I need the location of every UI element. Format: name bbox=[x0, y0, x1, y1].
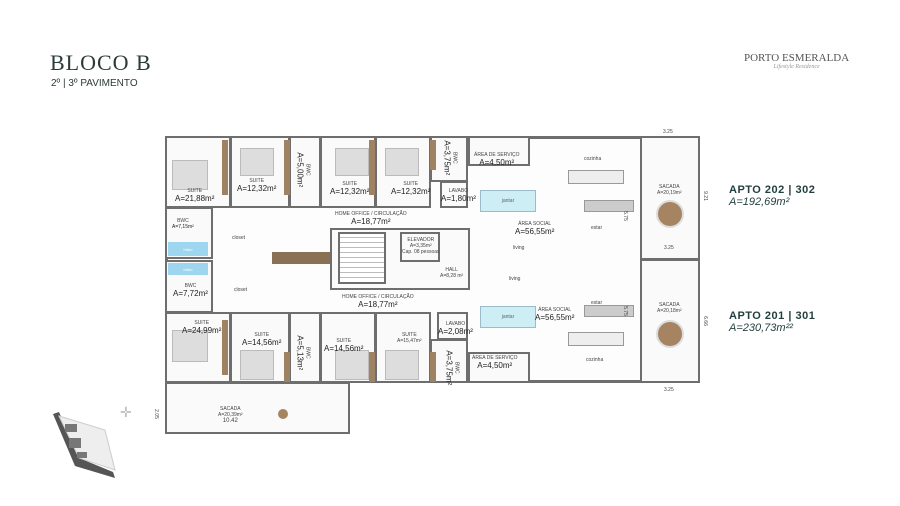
balcony-table bbox=[278, 409, 288, 419]
bwc-room bbox=[289, 136, 321, 208]
wardrobe bbox=[430, 140, 436, 170]
living-room-label: estar bbox=[591, 225, 603, 231]
dimension: 3.25 bbox=[663, 129, 673, 135]
service-area bbox=[468, 136, 530, 166]
kitchen-label: cozinha bbox=[586, 357, 604, 363]
kitchen-island bbox=[568, 332, 624, 346]
balcony-top bbox=[640, 136, 700, 260]
wardrobe bbox=[369, 140, 375, 195]
bed bbox=[385, 148, 419, 176]
wardrobe bbox=[284, 352, 290, 382]
sofa bbox=[584, 305, 634, 317]
apt-202-info: APTO 202 | 302 A=192,69m² bbox=[729, 184, 815, 208]
dimension: 5.75 bbox=[621, 306, 628, 316]
hydro-tub: hidro bbox=[168, 263, 208, 275]
apt-area: A=192,69m² bbox=[729, 196, 790, 208]
bed bbox=[335, 350, 369, 380]
dimension: 5.75 bbox=[621, 211, 628, 221]
sofa bbox=[584, 200, 634, 212]
living-room-label: estar bbox=[591, 300, 603, 306]
wardrobe bbox=[430, 352, 436, 382]
wardrobe bbox=[222, 140, 228, 195]
balcony-table bbox=[656, 320, 684, 348]
balcony-table bbox=[656, 200, 684, 228]
bed bbox=[172, 330, 208, 362]
compass-icon: ✛ bbox=[120, 404, 132, 420]
elevator bbox=[400, 232, 440, 262]
dimension: 3.25 bbox=[664, 245, 674, 251]
bed bbox=[335, 148, 369, 176]
dining-table: jantar bbox=[480, 306, 536, 328]
bed bbox=[240, 350, 274, 380]
floor-subtitle: 2º | 3º PAVIMENTO bbox=[51, 78, 138, 89]
bottom-balcony bbox=[165, 382, 350, 434]
dimension: 2.05 bbox=[152, 409, 159, 419]
bwc-room bbox=[430, 136, 468, 182]
service-area bbox=[468, 352, 530, 383]
kitchen-island bbox=[568, 170, 624, 184]
bed bbox=[240, 148, 274, 176]
bwc-room bbox=[289, 312, 321, 383]
living-label: living bbox=[513, 245, 525, 251]
dimension: 9.21 bbox=[701, 191, 708, 201]
apt-name: APTO 201 | 301 bbox=[729, 310, 816, 322]
hydro-tub: hidro bbox=[168, 242, 208, 256]
wardrobe bbox=[369, 352, 375, 382]
logo-text: PORTO ESMERALDA bbox=[744, 52, 850, 64]
apt-201-info: APTO 201 | 301 A=230,73m²² bbox=[729, 310, 815, 334]
bed bbox=[385, 350, 419, 380]
dimension: 3.25 bbox=[664, 387, 674, 393]
page-title: BLOCO B bbox=[50, 50, 152, 75]
living-label: living bbox=[509, 276, 521, 282]
bed bbox=[172, 160, 208, 190]
closet-label: closet bbox=[232, 235, 246, 241]
apt-area: A=230,73m²² bbox=[729, 322, 793, 334]
logo-tagline: Lifestyle Residence bbox=[773, 64, 820, 70]
apt-name: APTO 202 | 302 bbox=[729, 184, 816, 196]
dining-table: jantar bbox=[480, 190, 536, 212]
wardrobe bbox=[284, 140, 290, 195]
wardrobe bbox=[222, 320, 228, 375]
dimension: 6.66 bbox=[701, 316, 708, 326]
lavabo-room bbox=[440, 181, 468, 208]
lavabo-room bbox=[437, 312, 468, 340]
closet-label: closet bbox=[234, 287, 248, 293]
staircase bbox=[338, 232, 386, 284]
kitchen-label: cozinha bbox=[584, 156, 602, 162]
site-location-map bbox=[53, 412, 116, 478]
